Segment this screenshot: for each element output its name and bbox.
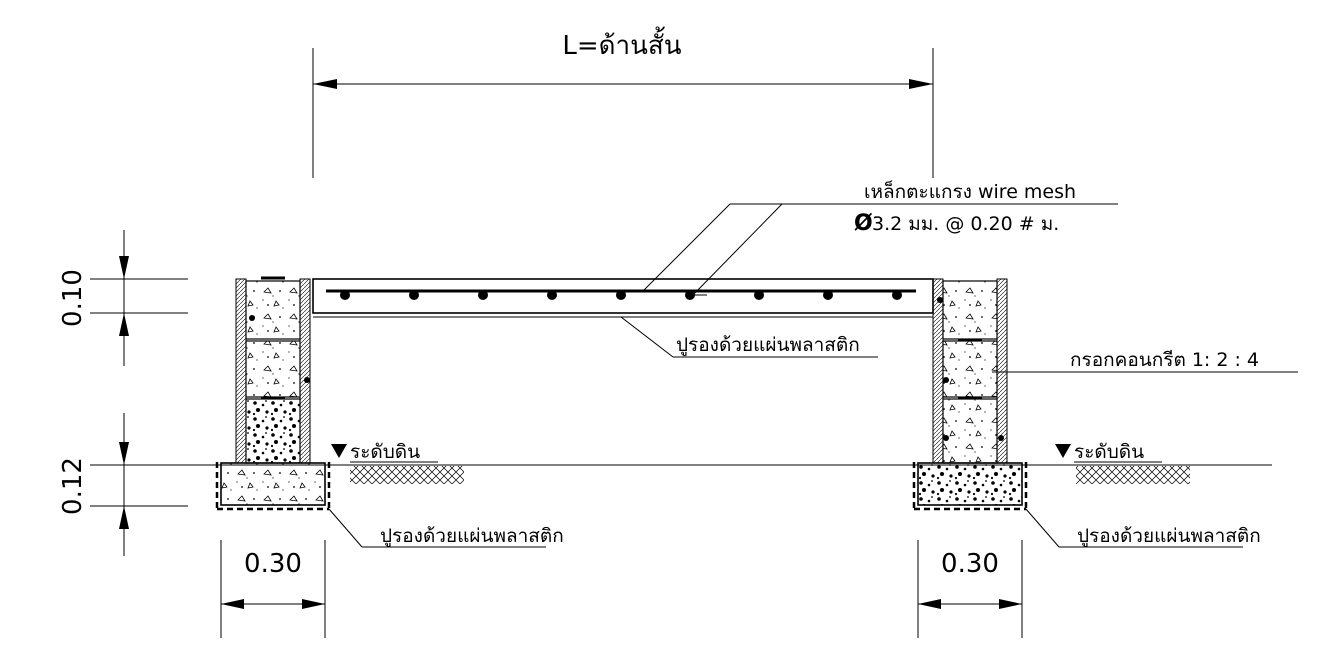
right-footing (912, 462, 1028, 511)
footing-width-right-label: 0.30 (941, 549, 999, 579)
left-footing (215, 462, 331, 511)
slab-underlay-label: ปูรองด้วยแผ่นพลาสติก (676, 334, 860, 356)
wire-mesh-annotation: เหล็กตะแกรง wire mesh Ø 3.2 มม. @ 0.20 #… (642, 179, 1118, 296)
right-wall (932, 278, 1008, 464)
footing-underlay-left-label: ปูรองด้วยแผ่นพลาสติก (380, 525, 564, 547)
arrowhead-right (909, 79, 933, 89)
block-fill-label: กรอกคอนกรีต 1: 2 : 4 (1070, 349, 1259, 371)
footing-width-right-dimension: 0.30 (917, 540, 1023, 638)
rebar-dots (340, 290, 902, 300)
footing-thickness-dimension: 0.12 (58, 413, 188, 556)
span-dimension: L=ด้านสั้น (312, 26, 934, 178)
footing-underlay-right-label: ปูรองด้วยแผ่นพลาสติก (1077, 525, 1261, 547)
footing-thickness-label: 0.12 (58, 457, 88, 515)
wire-mesh-label: เหล็กตะแกรง wire mesh (864, 179, 1076, 203)
slab-thickness-label: 0.10 (58, 269, 88, 327)
footing-underlay-right-annotation: ปูรองด้วยแผ่นพลาสติก (1025, 508, 1261, 548)
diameter-symbol-icon: Ø (854, 211, 873, 236)
arrowhead-left (313, 79, 337, 89)
level-triangle-icon (1055, 444, 1071, 458)
footing-underlay-left-annotation: ปูรองด้วยแผ่นพลาสติก (328, 508, 564, 548)
level-triangle-icon (331, 444, 347, 458)
footing-width-left-dimension: 0.30 (220, 540, 326, 638)
slab-thickness-dimension: 0.10 (58, 230, 188, 366)
slab (312, 278, 934, 318)
block-fill-annotation: กรอกคอนกรีต 1: 2 : 4 (992, 349, 1298, 373)
footing-width-left-label: 0.30 (244, 549, 302, 579)
left-wall (235, 276, 311, 464)
slab-underlay-annotation: ปูรองด้วยแผ่นพลาสติก (620, 316, 878, 358)
ground-level-right: ระดับดิน (1055, 441, 1190, 484)
ground-level-left: ระดับดิน (331, 441, 464, 484)
ground-level-left-label: ระดับดิน (350, 441, 420, 463)
wire-mesh-spec-label: 3.2 มม. @ 0.20 # ม. (872, 213, 1059, 235)
span-dimension-label: L=ด้านสั้น (562, 26, 681, 61)
ground-level-right-label: ระดับดิน (1074, 441, 1144, 463)
